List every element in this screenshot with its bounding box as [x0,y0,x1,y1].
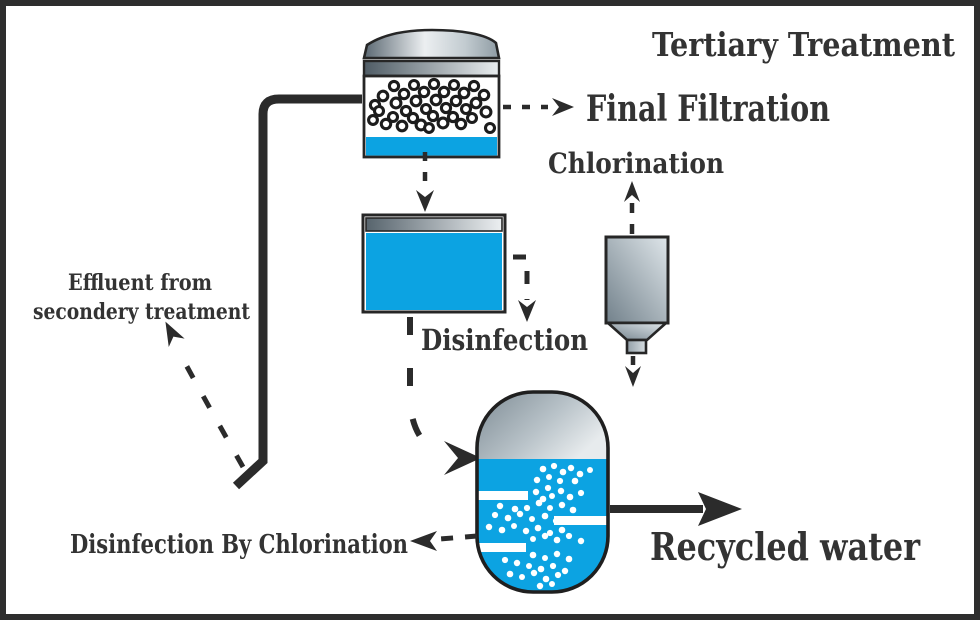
bubbles [485,462,593,590]
filter-vessel [362,28,501,159]
filter-vessel-water [366,137,497,156]
recycled-water-label: Recycled water [650,524,921,569]
contact-vessel-baffle-left-2 [477,543,526,552]
chlorine-funnel [604,235,670,355]
final-filtration-label: Final Filtration [586,88,830,130]
filter-vessel-dome [362,28,501,60]
recycled-water-arrow [610,492,742,526]
arrow-tank-to-contact-vessel [407,317,481,475]
diagram-title: Tertiary Treatment [652,25,956,64]
effluent-label-line1: Effluent from [68,270,212,296]
disinfection-label: Disinfection [421,323,588,357]
filter-media-beads [367,77,497,135]
chlorine-funnel-body [604,235,670,325]
disinfection-by-chlorination-label: Disinfection By Chlorination [70,530,408,560]
arrow-to-effluent-label [165,321,246,469]
effluent-label-line2: secondery treatment [33,299,251,325]
disinfection-tank [361,213,507,314]
arrow-funnel-to-chlorination-label [624,181,640,234]
chlorination-label: Chlorination [548,147,724,180]
arrow-filter-to-tank [416,152,434,212]
contact-vessel-baffle-left-1 [477,491,528,500]
filter-vessel-collar [362,59,501,78]
contact-vessel-outline [475,390,610,594]
arrow-to-final-filtration [503,98,574,116]
contact-vessel [475,390,610,594]
contact-vessel-baffle-right [554,516,608,525]
arrow-funnel-drip [625,356,641,387]
chlorine-funnel-spout [625,338,648,355]
contact-vessel-water [477,459,608,592]
contact-vessel-inlet-arrowhead [444,441,481,475]
influent-pipe [232,94,362,490]
arrow-to-chlorination-note [410,531,478,551]
arrow-tank-to-disinfection-label [513,254,536,322]
disinfection-tank-water [366,233,502,310]
disinfection-tank-lid [365,217,503,232]
